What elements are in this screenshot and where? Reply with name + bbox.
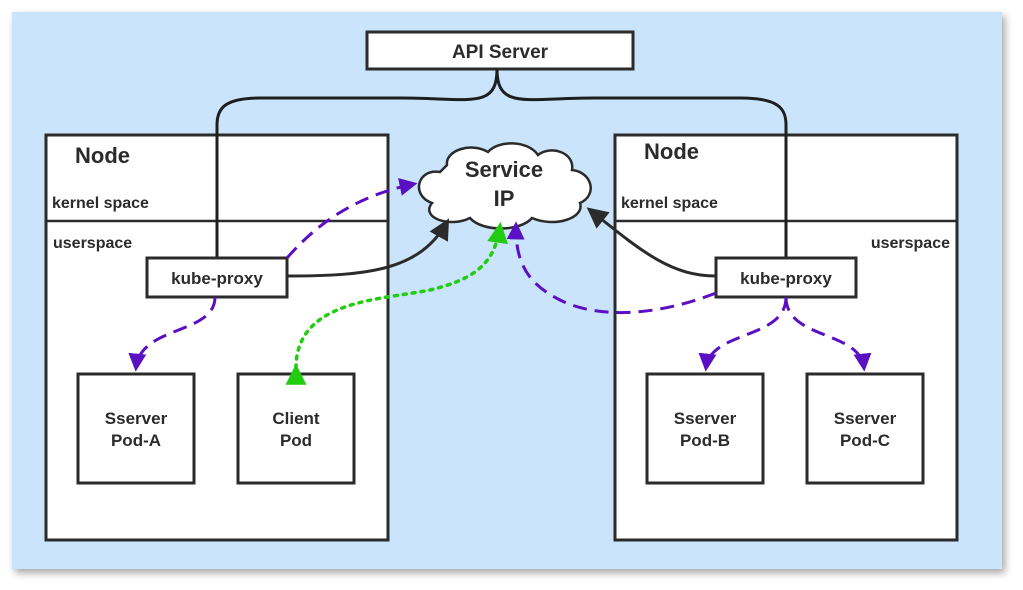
pod-b-line1: Sserver: [674, 409, 737, 428]
pod-c-box: Sserver Pod-C: [805, 372, 925, 485]
left-kube-proxy-label: kube-proxy: [171, 269, 263, 288]
pod-c-line1: Sserver: [834, 409, 897, 428]
api-server-box: API Server: [365, 30, 635, 71]
api-to-left-proxy-line: [215, 68, 499, 258]
pod-c-line2: Pod-C: [840, 431, 890, 450]
right-proxy-to-service-arrow: [586, 207, 717, 278]
right-proxy-to-pod-c-dashed-arrow: [784, 296, 872, 372]
pod-b-line2: Pod-B: [680, 431, 730, 450]
right-proxy-to-service-dashed-arrow: [506, 221, 717, 315]
right-kube-proxy-box: kube-proxy: [714, 256, 858, 299]
api-to-right-proxy-line: [495, 68, 788, 258]
client-pod-to-service-dotted-arrow: [285, 221, 508, 385]
pod-a-line2: Pod-A: [111, 431, 161, 450]
left-proxy-to-service-dashed-arrow: [285, 178, 418, 259]
left-userspace-label: userspace: [53, 235, 132, 252]
right-kernel-space-label: kernel space: [621, 195, 718, 212]
left-node-title: Node: [75, 143, 130, 168]
pod-a-line1: Sserver: [105, 409, 168, 428]
right-kube-proxy-label: kube-proxy: [740, 269, 832, 288]
client-pod-line1: Client: [272, 409, 320, 428]
pod-a-box: Sserver Pod-A: [76, 372, 196, 485]
left-kernel-space-label: kernel space: [52, 195, 149, 212]
service-ip-cloud: Service IP: [417, 142, 592, 230]
left-kube-proxy-box: kube-proxy: [145, 256, 289, 299]
service-ip-line2: IP: [494, 186, 515, 211]
api-server-label: API Server: [452, 42, 549, 63]
right-userspace-label: userspace: [871, 235, 950, 252]
service-ip-line1: Service: [465, 157, 543, 182]
right-node-title: Node: [644, 139, 699, 164]
right-proxy-to-pod-b-dashed-arrow: [698, 296, 788, 372]
left-proxy-to-pod-a-dashed-arrow: [128, 296, 217, 372]
pod-b-box: Sserver Pod-B: [645, 372, 765, 485]
client-pod-box: Client Pod: [236, 372, 356, 485]
client-pod-line2: Pod: [280, 431, 312, 450]
